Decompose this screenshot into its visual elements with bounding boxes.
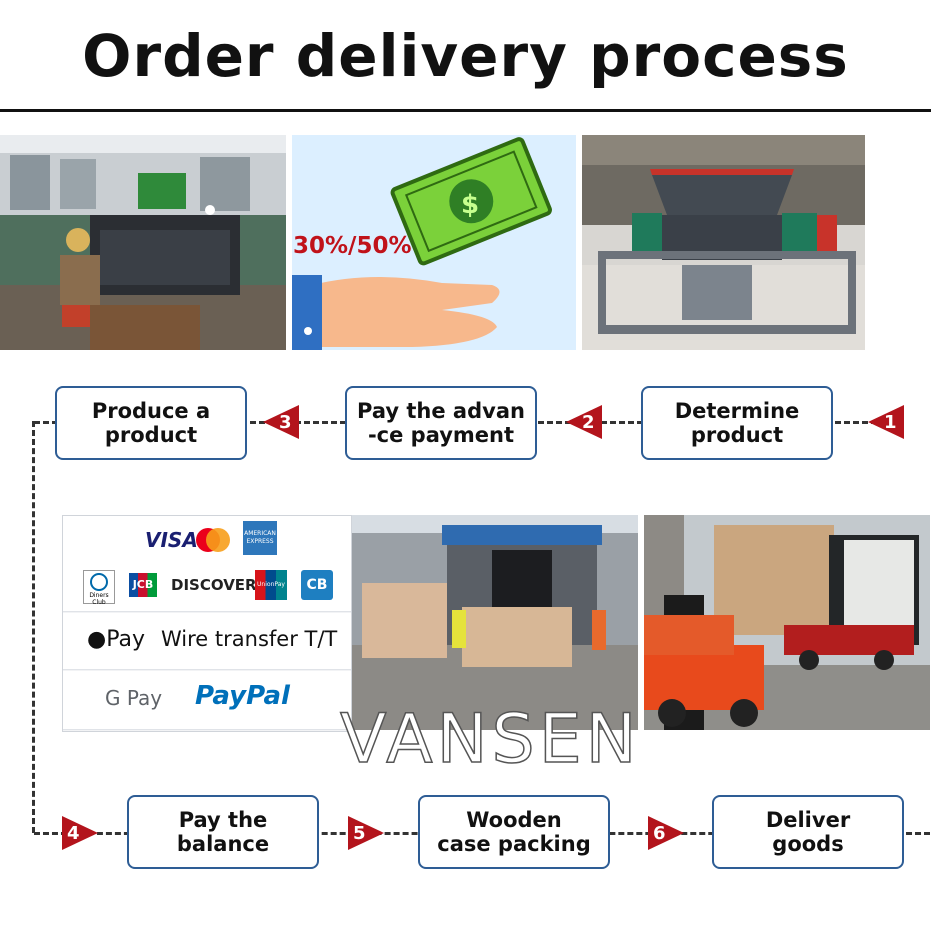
google-pay-logo: G Pay — [105, 686, 163, 710]
wire-transfer-text: Wire transfer T/T — [161, 627, 338, 651]
page-title: Order delivery process — [82, 22, 849, 90]
step-badge-4: 4 — [62, 816, 98, 850]
payment-row-wallets: G Pay PayPal — [63, 671, 351, 730]
visa-logo: VISA — [145, 528, 198, 552]
step-badge-2: 2 — [566, 405, 602, 439]
photo-loading-truck — [644, 515, 930, 730]
svg-text:$: $ — [461, 190, 479, 220]
diners-club-logo: Diners Club — [83, 570, 115, 606]
apple-pay-logo: ●Pay — [87, 627, 145, 652]
step-box-determine-product: Determine product — [641, 386, 833, 460]
unionpay-logo: UnionPay — [255, 570, 287, 600]
step-badge-5: 5 — [348, 816, 384, 850]
photo-welding-workshop — [0, 135, 286, 350]
step-box-deliver-goods: Deliver goods — [712, 795, 904, 869]
step-box-pay-balance: Pay the balance — [127, 795, 319, 869]
jcb-logo: JCB — [129, 573, 157, 597]
connector-line — [32, 421, 35, 833]
payment-methods-panel: VISA AMERICAN EXPRESS Diners Club JCB DI… — [62, 515, 352, 732]
mastercard-logo — [196, 528, 230, 552]
step-box-wooden-case-packing: Wooden case packing — [418, 795, 610, 869]
title-divider — [0, 109, 931, 112]
amex-logo: AMERICAN EXPRESS — [243, 521, 277, 555]
photo-shredder-machine — [582, 135, 865, 350]
photo-wooden-case-packing — [352, 515, 638, 730]
paypal-logo: PayPal — [195, 681, 290, 711]
cb-logo: CB — [301, 570, 333, 600]
step-badge-6: 6 — [648, 816, 684, 850]
step-box-produce-product: Produce a product — [55, 386, 247, 460]
step-box-pay-advance: Pay the advan -ce payment — [345, 386, 537, 460]
vansen-watermark: VANSEN — [339, 699, 641, 780]
payment-row-wire: ●Pay Wire transfer T/T — [63, 613, 351, 670]
photo-advance-payment: $ 30%/50% — [292, 135, 576, 350]
step-badge-1: 1 — [868, 405, 904, 439]
apple-icon: ● — [87, 627, 107, 652]
advance-percent-text: 30%/50% — [293, 233, 412, 259]
payment-row-cards: VISA AMERICAN EXPRESS Diners Club JCB DI… — [63, 516, 351, 612]
discover-logo: DISCOVER — [171, 576, 257, 594]
step-badge-3: 3 — [263, 405, 299, 439]
